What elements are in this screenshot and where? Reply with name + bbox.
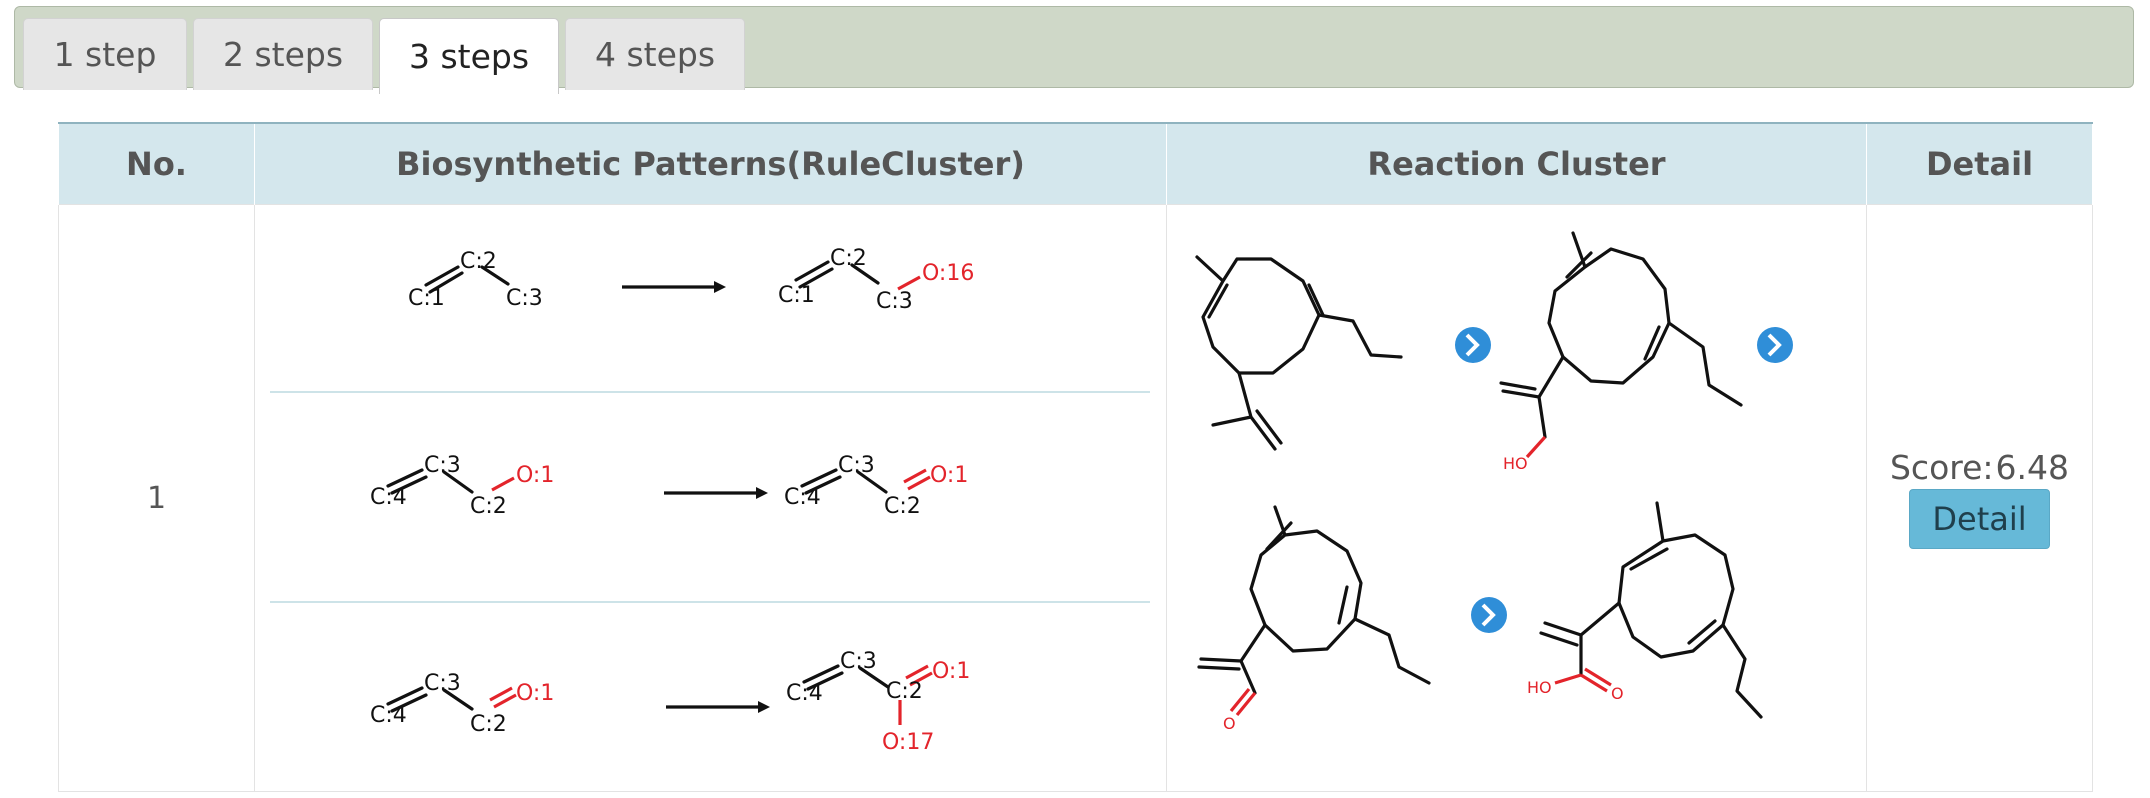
step-tabbar: 1 step 2 steps 3 steps 4 steps: [14, 6, 2134, 94]
patterns-cell: C:1 C:2 C:3 C:1: [254, 204, 1167, 792]
hydroxyl-label: HO: [1503, 454, 1528, 473]
score-text: Score:6.48: [1867, 448, 2092, 487]
pattern-1-reactant-label: C:2: [460, 249, 497, 274]
tab-2-steps[interactable]: 2 steps: [193, 18, 373, 90]
reaction-arrow: [666, 701, 770, 713]
chevron-right-icon[interactable]: [1471, 597, 1507, 633]
pattern-1-graphic: C:1 C:2 C:3 C:1: [408, 246, 974, 314]
pattern-2-product-label: C:4: [784, 485, 821, 510]
pattern-3-product-label: C:2: [886, 679, 923, 704]
pattern-divider: [270, 391, 1150, 393]
pattern-3-reactant: C:4 C:3 C:2 O:1: [370, 671, 554, 737]
reaction-arrow: [622, 281, 726, 293]
pattern-2-product-label: C:2: [884, 494, 921, 519]
chevron-right-icon[interactable]: [1757, 327, 1793, 363]
score-value: 6.48: [1995, 447, 2070, 487]
pattern-1-product-label: C:1: [778, 283, 815, 308]
score-label: Score:: [1889, 447, 1994, 487]
pattern-divider: [270, 601, 1150, 603]
detail-button[interactable]: Detail: [1909, 488, 2050, 549]
header-patterns: Biosynthetic Patterns(RuleCluster): [254, 122, 1167, 205]
reaction-cluster-cell: HO: [1166, 204, 1867, 792]
pattern-2-product-label: C:3: [838, 453, 875, 478]
pattern-3-graphic: C:4 C:3 C:2 O:1: [370, 649, 970, 755]
pattern-3-product-label: O:1: [932, 659, 970, 684]
reaction-arrow: [664, 487, 768, 499]
molecule-1: [1195, 255, 1403, 451]
pattern-1-product: C:1 C:2 C:3 O:16: [778, 246, 974, 314]
detail-cell: Score:6.48 Detail: [1866, 204, 2093, 792]
pattern-3-reactant-label: C:2: [470, 712, 507, 737]
pattern-3-reactant-label: O:1: [516, 681, 554, 706]
header-no: No.: [58, 122, 255, 205]
pattern-2-reactant-label: C:3: [424, 453, 461, 478]
pattern-3-product-label: C:4: [786, 681, 823, 706]
table-header-row: No. Biosynthetic Patterns(RuleCluster) R…: [58, 122, 2093, 205]
table-row: 1 C:1 C:2 C:3: [58, 204, 2093, 792]
pattern-1-product-label: C:3: [876, 289, 913, 314]
molecule-2: HO: [1499, 231, 1743, 473]
pattern-1-product-label: C:2: [830, 246, 867, 271]
pattern-3-reactant-label: C:3: [424, 671, 461, 696]
row-number: 1: [58, 204, 255, 792]
molecule-3: O: [1197, 505, 1431, 733]
hydroxyl-label: HO: [1527, 678, 1552, 697]
pattern-3: C:4 C:3 C:2 O:1: [270, 603, 1150, 798]
pattern-2-reactant-label: O:1: [516, 463, 554, 488]
chevron-right-icon[interactable]: [1455, 327, 1491, 363]
pattern-1-product-label: O:16: [922, 261, 974, 286]
header-detail: Detail: [1866, 122, 2093, 205]
pattern-2-product: C:4 C:3 C:2 O:1: [784, 453, 968, 519]
tab-3-steps[interactable]: 3 steps: [379, 18, 559, 94]
pattern-1-reactant-label: C:1: [408, 286, 445, 311]
pattern-2-reactant-label: C:4: [370, 485, 407, 510]
pattern-2-reactant: C:4 C:3 C:2 O:1: [370, 453, 554, 519]
reaction-cluster-graphic: HO: [1195, 231, 1793, 733]
molecule-4: HO O: [1527, 501, 1763, 719]
pattern-2-product-label: O:1: [930, 463, 968, 488]
pattern-3-reactant-label: C:4: [370, 703, 407, 728]
carbonyl-label: O: [1611, 684, 1624, 703]
pattern-1-reactant-label: C:3: [506, 286, 543, 311]
pattern-2: C:4 C:3 C:2 O:1: [270, 400, 1150, 595]
pattern-3-product-label: O:17: [882, 730, 934, 755]
tab-4-steps[interactable]: 4 steps: [565, 18, 745, 90]
pattern-3-product: C:4 C:3 C:2 O:1 O:17: [786, 649, 970, 755]
header-reaction-cluster: Reaction Cluster: [1166, 122, 1867, 205]
tab-1-step[interactable]: 1 step: [23, 18, 187, 90]
pattern-2-reactant-label: C:2: [470, 494, 507, 519]
pattern-1: C:1 C:2 C:3 C:1: [270, 205, 1150, 400]
pattern-1-reactant: C:1 C:2 C:3: [408, 249, 543, 311]
pattern-3-product-label: C:3: [840, 649, 877, 674]
results-table: No. Biosynthetic Patterns(RuleCluster) R…: [58, 122, 2093, 792]
carbonyl-label: O: [1223, 714, 1236, 733]
pattern-2-graphic: C:4 C:3 C:2 O:1: [370, 453, 968, 519]
